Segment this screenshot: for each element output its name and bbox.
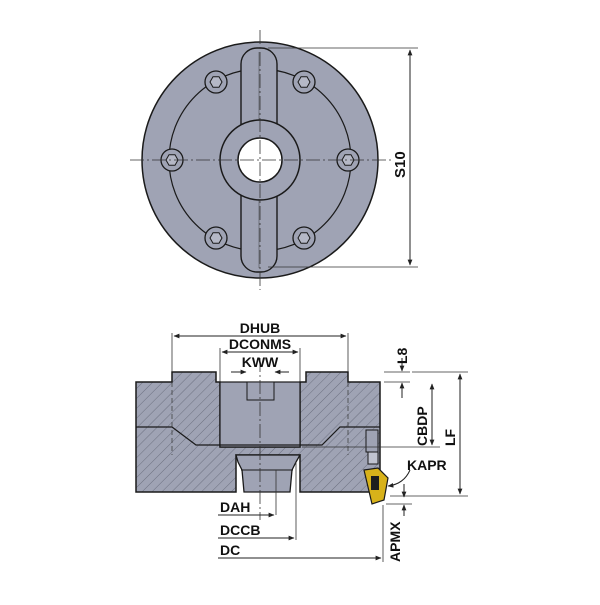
label-dccb: DCCB bbox=[220, 522, 260, 538]
label-lf: LF bbox=[442, 428, 458, 446]
top-view: S10 bbox=[130, 30, 418, 290]
label-dc: DC bbox=[220, 542, 240, 558]
side-view: DHUB DCONMS KWW L8 CBDP LF KAPR APMX bbox=[135, 320, 468, 562]
bolt-hole bbox=[292, 70, 316, 94]
label-dhub: DHUB bbox=[240, 320, 280, 336]
arbor-bore bbox=[237, 137, 283, 183]
bolt-holes bbox=[160, 70, 360, 250]
bolt-hole bbox=[160, 148, 184, 172]
bolt-hole bbox=[292, 226, 316, 250]
label-apmx: APMX bbox=[387, 521, 403, 562]
label-dconms: DCONMS bbox=[229, 336, 291, 352]
label-l8: L8 bbox=[394, 347, 410, 364]
label-s10: S10 bbox=[392, 151, 409, 178]
insert-cartridge bbox=[363, 429, 389, 505]
label-kapr: KAPR bbox=[407, 457, 447, 473]
label-dah: DAH bbox=[220, 499, 250, 515]
bolt-hole bbox=[204, 226, 228, 250]
bolt-hole bbox=[204, 70, 228, 94]
lower-hub bbox=[235, 454, 302, 493]
label-kww: KWW bbox=[242, 354, 279, 370]
keyway bbox=[246, 381, 275, 401]
label-cbdp: CBDP bbox=[414, 406, 430, 446]
